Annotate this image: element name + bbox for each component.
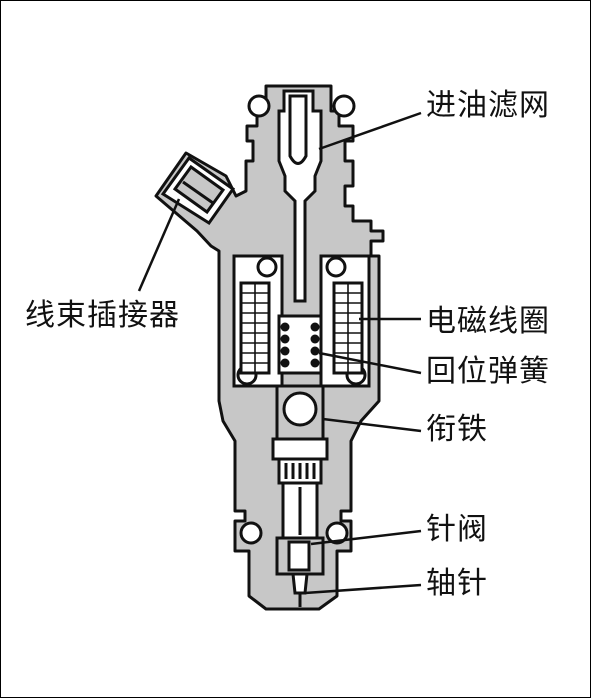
inlet-filter: [288, 94, 308, 165]
leader-pintle: [304, 583, 422, 595]
label-inlet-filter: 进油滤网: [426, 88, 550, 123]
solenoid-coil-right: [319, 254, 371, 388]
armature: [275, 384, 325, 441]
label-wiring-connector: 线束插接器: [25, 298, 180, 333]
label-armature: 衔铁: [426, 412, 488, 447]
label-solenoid-coil: 电磁线圈: [426, 304, 550, 339]
spring-chamber: [277, 314, 323, 375]
leader-return-spring: [318, 351, 422, 375]
leader-inlet-filter: [318, 111, 422, 151]
upper-o-ring: [247, 94, 356, 118]
leader-armature: [322, 417, 422, 433]
return-spring-coils: [280, 322, 320, 368]
leader-needle-valve: [310, 529, 422, 546]
wiring-connector-plug: [160, 155, 236, 226]
coil-windings: [241, 283, 362, 373]
needle-valve: [271, 437, 329, 576]
label-return-spring: 回位弹簧: [426, 354, 550, 389]
label-needle-valve: 针阀: [426, 512, 488, 547]
solenoid-coil-left: [232, 254, 284, 388]
leader-wiring-connector: [137, 198, 181, 292]
lower-o-ring: [239, 521, 349, 545]
leader-lines: [137, 111, 422, 595]
label-pintle: 轴针: [426, 566, 488, 601]
